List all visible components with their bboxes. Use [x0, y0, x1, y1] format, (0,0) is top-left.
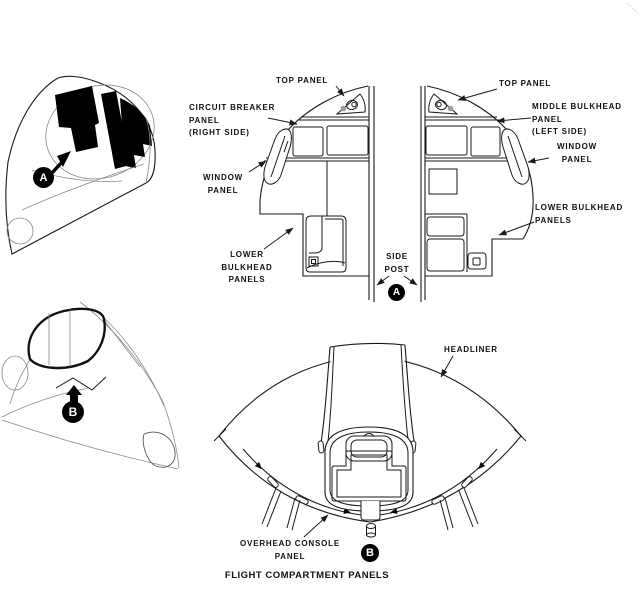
label-line: LOWER BULKHEAD: [535, 203, 624, 212]
label-line: SIDE: [386, 252, 408, 261]
label-window-panel-left: WINDOW PANEL: [196, 172, 250, 197]
label-line: OVERHEAD CONSOLE: [240, 539, 340, 548]
headliner-view-drawing: [213, 342, 527, 538]
label-line: (RIGHT SIDE): [189, 128, 250, 137]
headliner-dome-outline: [27, 307, 106, 370]
label-line: WINDOW: [557, 142, 597, 151]
callout-arrow-b-nose: [66, 385, 82, 395]
label-top-panel-right: TOP PANEL: [499, 79, 552, 88]
detail-marker-a-nose: A: [33, 167, 54, 188]
label-line: PANEL: [532, 114, 563, 124]
callout-leader-lines: [248, 85, 550, 538]
figure-title: FLIGHT COMPARTMENT PANELS: [224, 570, 390, 581]
label-top-panel-left: TOP PANEL: [276, 76, 329, 85]
label-line: PANEL: [207, 185, 239, 195]
label-line: BULKHEAD: [221, 262, 273, 272]
detail-marker-b-headliner: B: [361, 544, 379, 562]
detail-marker-a-section: A: [388, 284, 405, 301]
label-headliner: HEADLINER: [444, 345, 498, 354]
label-circuit-breaker-panel: CIRCUIT BREAKER PANEL (RIGHT SIDE): [189, 102, 275, 140]
label-line: PANELS: [228, 275, 266, 284]
label-line: PANEL: [561, 154, 593, 164]
label-line: LOWER: [230, 250, 264, 259]
label-middle-bulkhead-panel: MIDDLE BULKHEAD PANEL (LEFT SIDE): [532, 101, 622, 139]
detail-marker-b-nose: B: [62, 401, 84, 423]
label-line: PANEL: [274, 551, 306, 561]
label-line: WINDOW: [203, 173, 243, 182]
label-line: CIRCUIT BREAKER: [189, 103, 276, 112]
label-lower-bulkhead-right: LOWER BULKHEAD PANELS: [535, 202, 623, 227]
label-line: PANEL: [189, 115, 220, 125]
label-window-panel-right: WINDOW PANEL: [549, 141, 605, 166]
cross-section-left-drawing: [259, 85, 375, 302]
label-line: POST: [384, 264, 410, 274]
label-line: PANELS: [535, 215, 572, 225]
cross-section-right-drawing: [420, 85, 534, 302]
nose-view-a-drawing: [5, 75, 156, 255]
label-line: (LEFT SIDE): [532, 127, 588, 136]
label-line: MIDDLE BULKHEAD: [532, 102, 622, 111]
label-side-post: SIDE POST: [377, 251, 417, 276]
callout-arrow-a-nose: [57, 151, 71, 167]
nose-view-b-drawing: [1, 301, 180, 470]
label-lower-bulkhead-left: LOWER BULKHEAD PANELS: [214, 249, 280, 287]
scan-artifact: [626, 2, 639, 14]
label-overhead-console-panel: OVERHEAD CONSOLE PANEL: [234, 538, 346, 563]
